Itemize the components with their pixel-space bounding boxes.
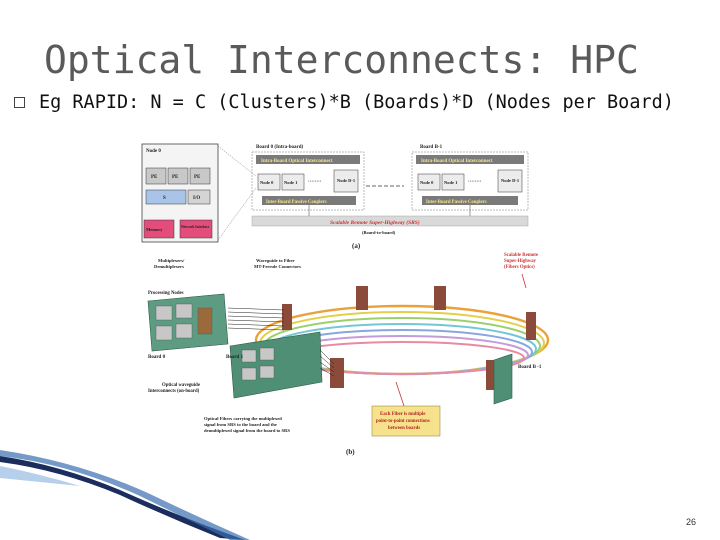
pe-label-3: PE: [194, 175, 201, 180]
decorative-swoosh: [0, 450, 250, 540]
srs-sub-label: (Board-to-board): [362, 230, 396, 235]
bullet-text: Eg RAPID: N = C (Clusters)*B (Boards)*D …: [39, 92, 674, 113]
zoom-line-top: [217, 145, 257, 177]
board0-node1: [281, 173, 305, 191]
switch-label: S: [163, 196, 166, 201]
board0-node0: [257, 173, 281, 191]
bullet-label: Eg RAPID:: [39, 92, 140, 113]
boardb-intra-label: Intra-Board Optical Interconnect: [421, 159, 493, 164]
figure-a-label: (a): [352, 242, 361, 250]
boardb-coupler-label: Inter-Board Passive Couplers: [426, 200, 487, 205]
mux-label: Multiplexers/Demultiplexers: [154, 258, 185, 269]
boardb-b-label: Board B -1: [518, 365, 542, 370]
processing-nodes-label: Processing Nodes: [148, 291, 184, 296]
board0-b-label: Board 0: [148, 355, 166, 360]
boardb-coupler-bar: [422, 196, 518, 205]
srs-red-arrow: [521, 273, 527, 289]
network-interface-label: Network Interface: [181, 225, 210, 229]
boardb-node0-label: Node 0: [420, 180, 434, 185]
slide-title: Optical Interconnects: HPC: [44, 38, 639, 82]
node0-label: Node 0: [146, 149, 161, 154]
switch-box: [145, 189, 187, 205]
pe-box-3: [189, 167, 211, 185]
boardb-noded: [497, 169, 523, 193]
bullet-formula: N = C (Clusters)*B (Boards)*D (Nodes per…: [139, 92, 674, 113]
board1-b-label: Board 1: [226, 355, 244, 360]
io-box: [187, 189, 211, 205]
pe-label-2: PE: [172, 175, 179, 180]
board1-3d: [229, 331, 335, 399]
board0-frame: [251, 151, 365, 211]
board0-noded: [333, 169, 359, 193]
srs-label: Scalable Remote Super-Highway (SRS): [330, 219, 420, 226]
rapid-architecture-figure: Node 0 PE PE PE S I/O Memory Network Int…: [141, 143, 550, 456]
callout-arrow: [395, 381, 405, 407]
board0-intra-label: Intra-Board Optical Interconnect: [261, 159, 333, 164]
pe-box-2: [167, 167, 189, 185]
boardb-ellipsis: ········: [468, 180, 482, 185]
boardb-3d: [493, 353, 513, 405]
board0-title: Board 0 (Intra-board): [256, 145, 304, 150]
slide-number: 26: [685, 517, 696, 527]
board0-coupler-bar: [262, 196, 356, 205]
memory-box: [143, 219, 175, 239]
pe-label-1: PE: [151, 175, 158, 180]
board0-node1-label: Node 1: [284, 180, 298, 185]
network-interface-box: [179, 219, 213, 239]
board0-coupler-label: Inter-Board Passive Couplers: [266, 200, 327, 205]
srs-bar: [251, 215, 529, 227]
bullet-item: Eg RAPID: N = C (Clusters)*B (Boards)*D …: [14, 92, 674, 113]
memory-label: Memory: [146, 227, 163, 232]
figure-b-label: (b): [346, 448, 355, 456]
pe-box-1: [145, 167, 167, 185]
zoom-line-bottom: [217, 187, 257, 241]
boardb-noded-label: Node D-1: [501, 178, 520, 183]
callout-box: [371, 405, 441, 437]
boardb-node1-label: Node 1: [444, 180, 458, 185]
boardb-title: Board B-1: [420, 145, 443, 150]
bullet-icon: [14, 97, 25, 108]
board0-3d: [147, 293, 285, 352]
boardb-node1: [441, 173, 465, 191]
boardb-node0: [417, 173, 441, 191]
io-label: I/O: [193, 196, 200, 201]
board0-noded-label: Node D-1: [337, 178, 356, 183]
board0-intra-bar: [256, 155, 360, 164]
board0-node0-label: Node 0: [260, 180, 274, 185]
boardb-intra-bar: [416, 155, 524, 164]
board0-ellipsis: ········: [308, 180, 322, 185]
